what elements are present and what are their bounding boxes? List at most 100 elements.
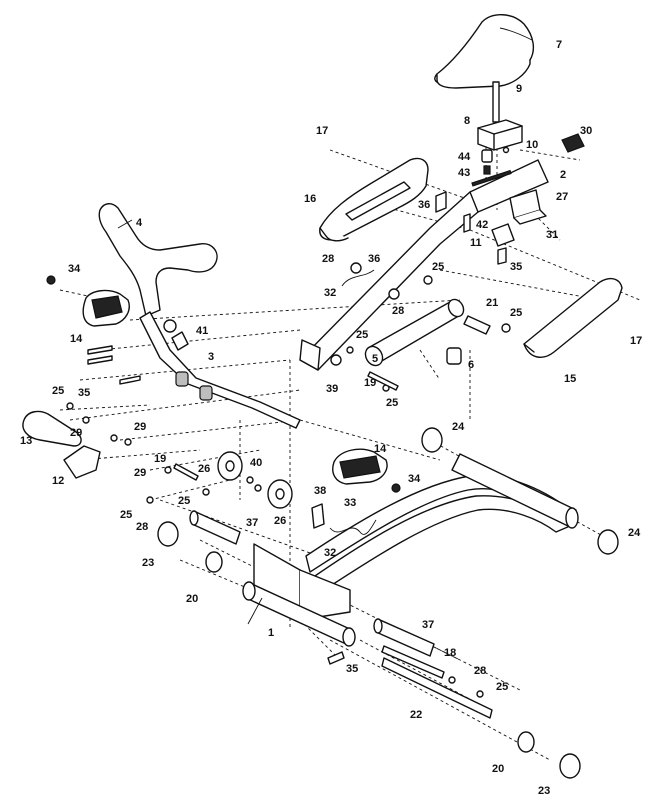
alignment-guides <box>59 70 641 761</box>
callout-27: 27 <box>556 191 568 203</box>
callout-28-d: 28 <box>474 665 486 677</box>
callout-36-b: 36 <box>368 253 380 265</box>
callout-19-lower: 19 <box>154 453 166 465</box>
callout-25-c: 25 <box>356 329 368 341</box>
hinge-bracket <box>491 223 515 247</box>
callout-28-c: 28 <box>136 521 148 533</box>
callout-44: 44 <box>458 151 471 163</box>
callout-28-b: 28 <box>392 305 404 317</box>
seat-tube <box>299 159 549 371</box>
axle-tube-left <box>189 510 241 545</box>
callout-labels: 1 2 3 4 5 6 7 8 9 10 11 12 13 14 14 15 1… <box>20 39 642 797</box>
callout-21: 21 <box>486 297 498 309</box>
callout-41: 41 <box>196 325 208 337</box>
callout-25-h: 25 <box>496 681 508 693</box>
callout-31: 31 <box>546 229 558 241</box>
end-cap <box>561 133 585 153</box>
front-stabilizer <box>242 581 356 647</box>
callout-16: 16 <box>304 193 316 205</box>
callout-15: 15 <box>564 373 576 385</box>
axle-rod-short <box>381 645 445 679</box>
seat-bushings <box>481 146 510 175</box>
callout-18: 18 <box>444 647 456 659</box>
callout-20-right: 20 <box>492 763 504 775</box>
callout-4: 4 <box>136 217 143 229</box>
roller-wheels <box>217 451 293 509</box>
callout-12: 12 <box>52 475 64 487</box>
cylinder-bracket <box>509 189 547 225</box>
callout-25-e: 25 <box>52 385 64 397</box>
callout-5: 5 <box>372 353 378 365</box>
callout-36-a: 36 <box>418 199 430 211</box>
seat-bolt <box>492 81 500 123</box>
pedal-right <box>332 448 388 485</box>
callout-11: 11 <box>470 237 482 249</box>
callout-29-a: 29 <box>70 427 82 439</box>
seat <box>434 14 535 89</box>
handlebar <box>98 203 218 317</box>
axle-rod-long <box>381 657 493 719</box>
callout-20-left: 20 <box>186 593 198 605</box>
rear-cover <box>523 277 623 358</box>
callout-37-right: 37 <box>422 619 434 631</box>
callout-26-right: 26 <box>274 515 286 527</box>
callout-14-left: 14 <box>70 333 83 345</box>
callout-25-a: 25 <box>432 261 444 273</box>
callout-32-lower: 32 <box>324 547 336 559</box>
callout-35-right: 35 <box>510 261 522 273</box>
wire-harness <box>329 269 377 535</box>
callout-39: 39 <box>326 383 338 395</box>
callout-8: 8 <box>464 115 470 127</box>
callout-37-left: 37 <box>246 517 258 529</box>
callout-7: 7 <box>556 39 562 51</box>
hardware <box>46 191 511 698</box>
callout-24-right: 24 <box>628 527 641 539</box>
callout-24-top: 24 <box>452 421 465 433</box>
callout-9: 9 <box>516 83 522 95</box>
callout-13: 13 <box>20 435 32 447</box>
callout-29-c: 29 <box>134 467 146 479</box>
callout-32-upper: 32 <box>324 287 336 299</box>
callout-1: 1 <box>268 627 274 639</box>
callout-25-g: 25 <box>120 509 132 521</box>
callout-35-bottom: 35 <box>346 663 358 675</box>
callout-43: 43 <box>458 167 470 179</box>
callout-38: 38 <box>314 485 326 497</box>
callout-40: 40 <box>250 457 262 469</box>
seat-bracket <box>477 119 523 151</box>
callout-34-left: 34 <box>68 263 81 275</box>
callout-22: 22 <box>410 709 422 721</box>
pedal-arm-bracket <box>63 445 101 479</box>
callout-26-left: 26 <box>198 463 210 475</box>
callout-17-top: 17 <box>316 125 328 137</box>
callout-2: 2 <box>560 169 566 181</box>
callout-6: 6 <box>468 359 474 371</box>
callout-29-b: 29 <box>134 421 146 433</box>
resistance-cylinder <box>364 298 465 367</box>
callout-33: 33 <box>344 497 356 509</box>
callout-10: 10 <box>526 139 538 151</box>
upper-body <box>139 311 301 429</box>
feet-caps <box>157 427 619 779</box>
callout-23-right: 23 <box>538 785 550 797</box>
callout-30: 30 <box>580 125 592 137</box>
callout-28-a: 28 <box>322 253 334 265</box>
callout-25-b: 25 <box>510 307 522 319</box>
axle-tube-right <box>373 618 435 657</box>
callout-3: 3 <box>208 351 214 363</box>
pedal-left <box>82 289 130 327</box>
callout-42: 42 <box>476 219 488 231</box>
callout-25-d: 25 <box>386 397 398 409</box>
seat-rail-cover <box>319 157 429 242</box>
callout-19-upper: 19 <box>364 377 376 389</box>
callout-14-right: 14 <box>374 443 387 455</box>
pedal-arm <box>22 410 82 447</box>
callout-17-right: 17 <box>630 335 642 347</box>
callout-35-left: 35 <box>78 387 90 399</box>
callout-23-left: 23 <box>142 557 154 569</box>
cylinder-rod <box>463 315 491 335</box>
base-frame <box>253 453 579 621</box>
callout-34-right: 34 <box>408 473 421 485</box>
callout-25-f: 25 <box>178 495 190 507</box>
